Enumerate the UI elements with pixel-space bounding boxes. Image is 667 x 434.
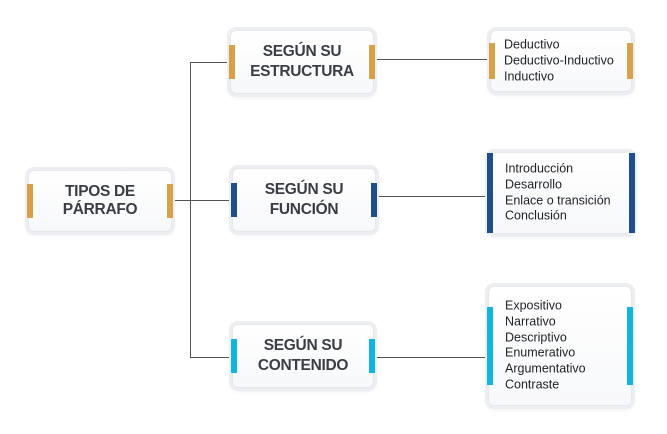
branch-content-label: SEGÚN SU CONTENIDO (233, 336, 373, 376)
leaf-structure-left-tab (489, 43, 495, 79)
leaf-node-function: Introducción Desarrollo Enlace o transic… (487, 152, 635, 234)
list-item: Descriptivo (505, 330, 567, 345)
branch-node-function: SEGÚN SU FUNCIÓN (231, 168, 377, 232)
branch-structure-label-line1: SEGÚN SU (262, 43, 342, 60)
branch-node-content: SEGÚN SU CONTENIDO (231, 324, 375, 388)
branch-function-left-tab (231, 183, 237, 217)
root-label: TIPOS DE PÁRRAFO (62, 183, 138, 218)
list-item: Inductivo (504, 68, 555, 83)
list-item: Desarrollo (505, 177, 562, 192)
branch-content-left-tab (231, 339, 237, 373)
leaf-function-left-tab (487, 153, 493, 233)
root-left-tab (27, 184, 33, 218)
list-item: Expositivo (505, 298, 562, 313)
branch-content-right-tab (369, 339, 375, 373)
leaf-content-left-tab (487, 307, 493, 385)
list-item: Deductivo (504, 37, 560, 52)
branch-structure-left-tab (229, 45, 235, 79)
list-item: Deductivo-Inductivo (504, 53, 614, 68)
list-item: Enlace o transición (505, 193, 611, 207)
branch-function-right-tab (371, 183, 377, 217)
leaf-content-right-tab (627, 307, 633, 385)
root-right-tab (167, 184, 173, 218)
leaf-structure-right-tab (627, 43, 633, 79)
list-item: Conclusión (505, 208, 567, 223)
branch-structure-right-tab (369, 45, 375, 79)
list-item: Introducción (505, 161, 574, 176)
leaf-function-list: Introducción Desarrollo Enlace o transic… (505, 161, 611, 224)
leaf-structure-list: Deductivo Deductivo-Inductivo Inductivo (504, 37, 614, 84)
list-item: Narrativo (505, 314, 556, 329)
branch-function-label-line2: FUNCIÓN (269, 201, 339, 218)
list-item: Contraste (505, 377, 560, 392)
branch-function-label: SEGÚN SU FUNCIÓN (233, 180, 375, 220)
branch-content-label-line1: SEGÚN SU (263, 337, 343, 354)
branch-structure-label-line2: ESTRUCTURA (250, 63, 354, 80)
leaf-node-structure: Deductivo Deductivo-Inductivo Inductivo (489, 30, 633, 92)
leaf-node-content: Expositivo Narrativo Descriptivo Enumera… (487, 286, 633, 406)
branch-structure-label: SEGÚN SU ESTRUCTURA (231, 42, 373, 82)
root-node: TIPOS DE PÁRRAFO (27, 170, 173, 232)
list-item: Enumerativo (505, 346, 576, 360)
list-item: Argumentativo (505, 361, 586, 376)
leaf-function-right-tab (629, 153, 635, 233)
branch-function-label-line1: SEGÚN SU (264, 181, 344, 198)
leaf-content-list: Expositivo Narrativo Descriptivo Enumera… (505, 299, 586, 394)
branch-node-structure: SEGÚN SU ESTRUCTURA (229, 30, 375, 94)
branch-content-label-line2: CONTENIDO (257, 357, 349, 374)
